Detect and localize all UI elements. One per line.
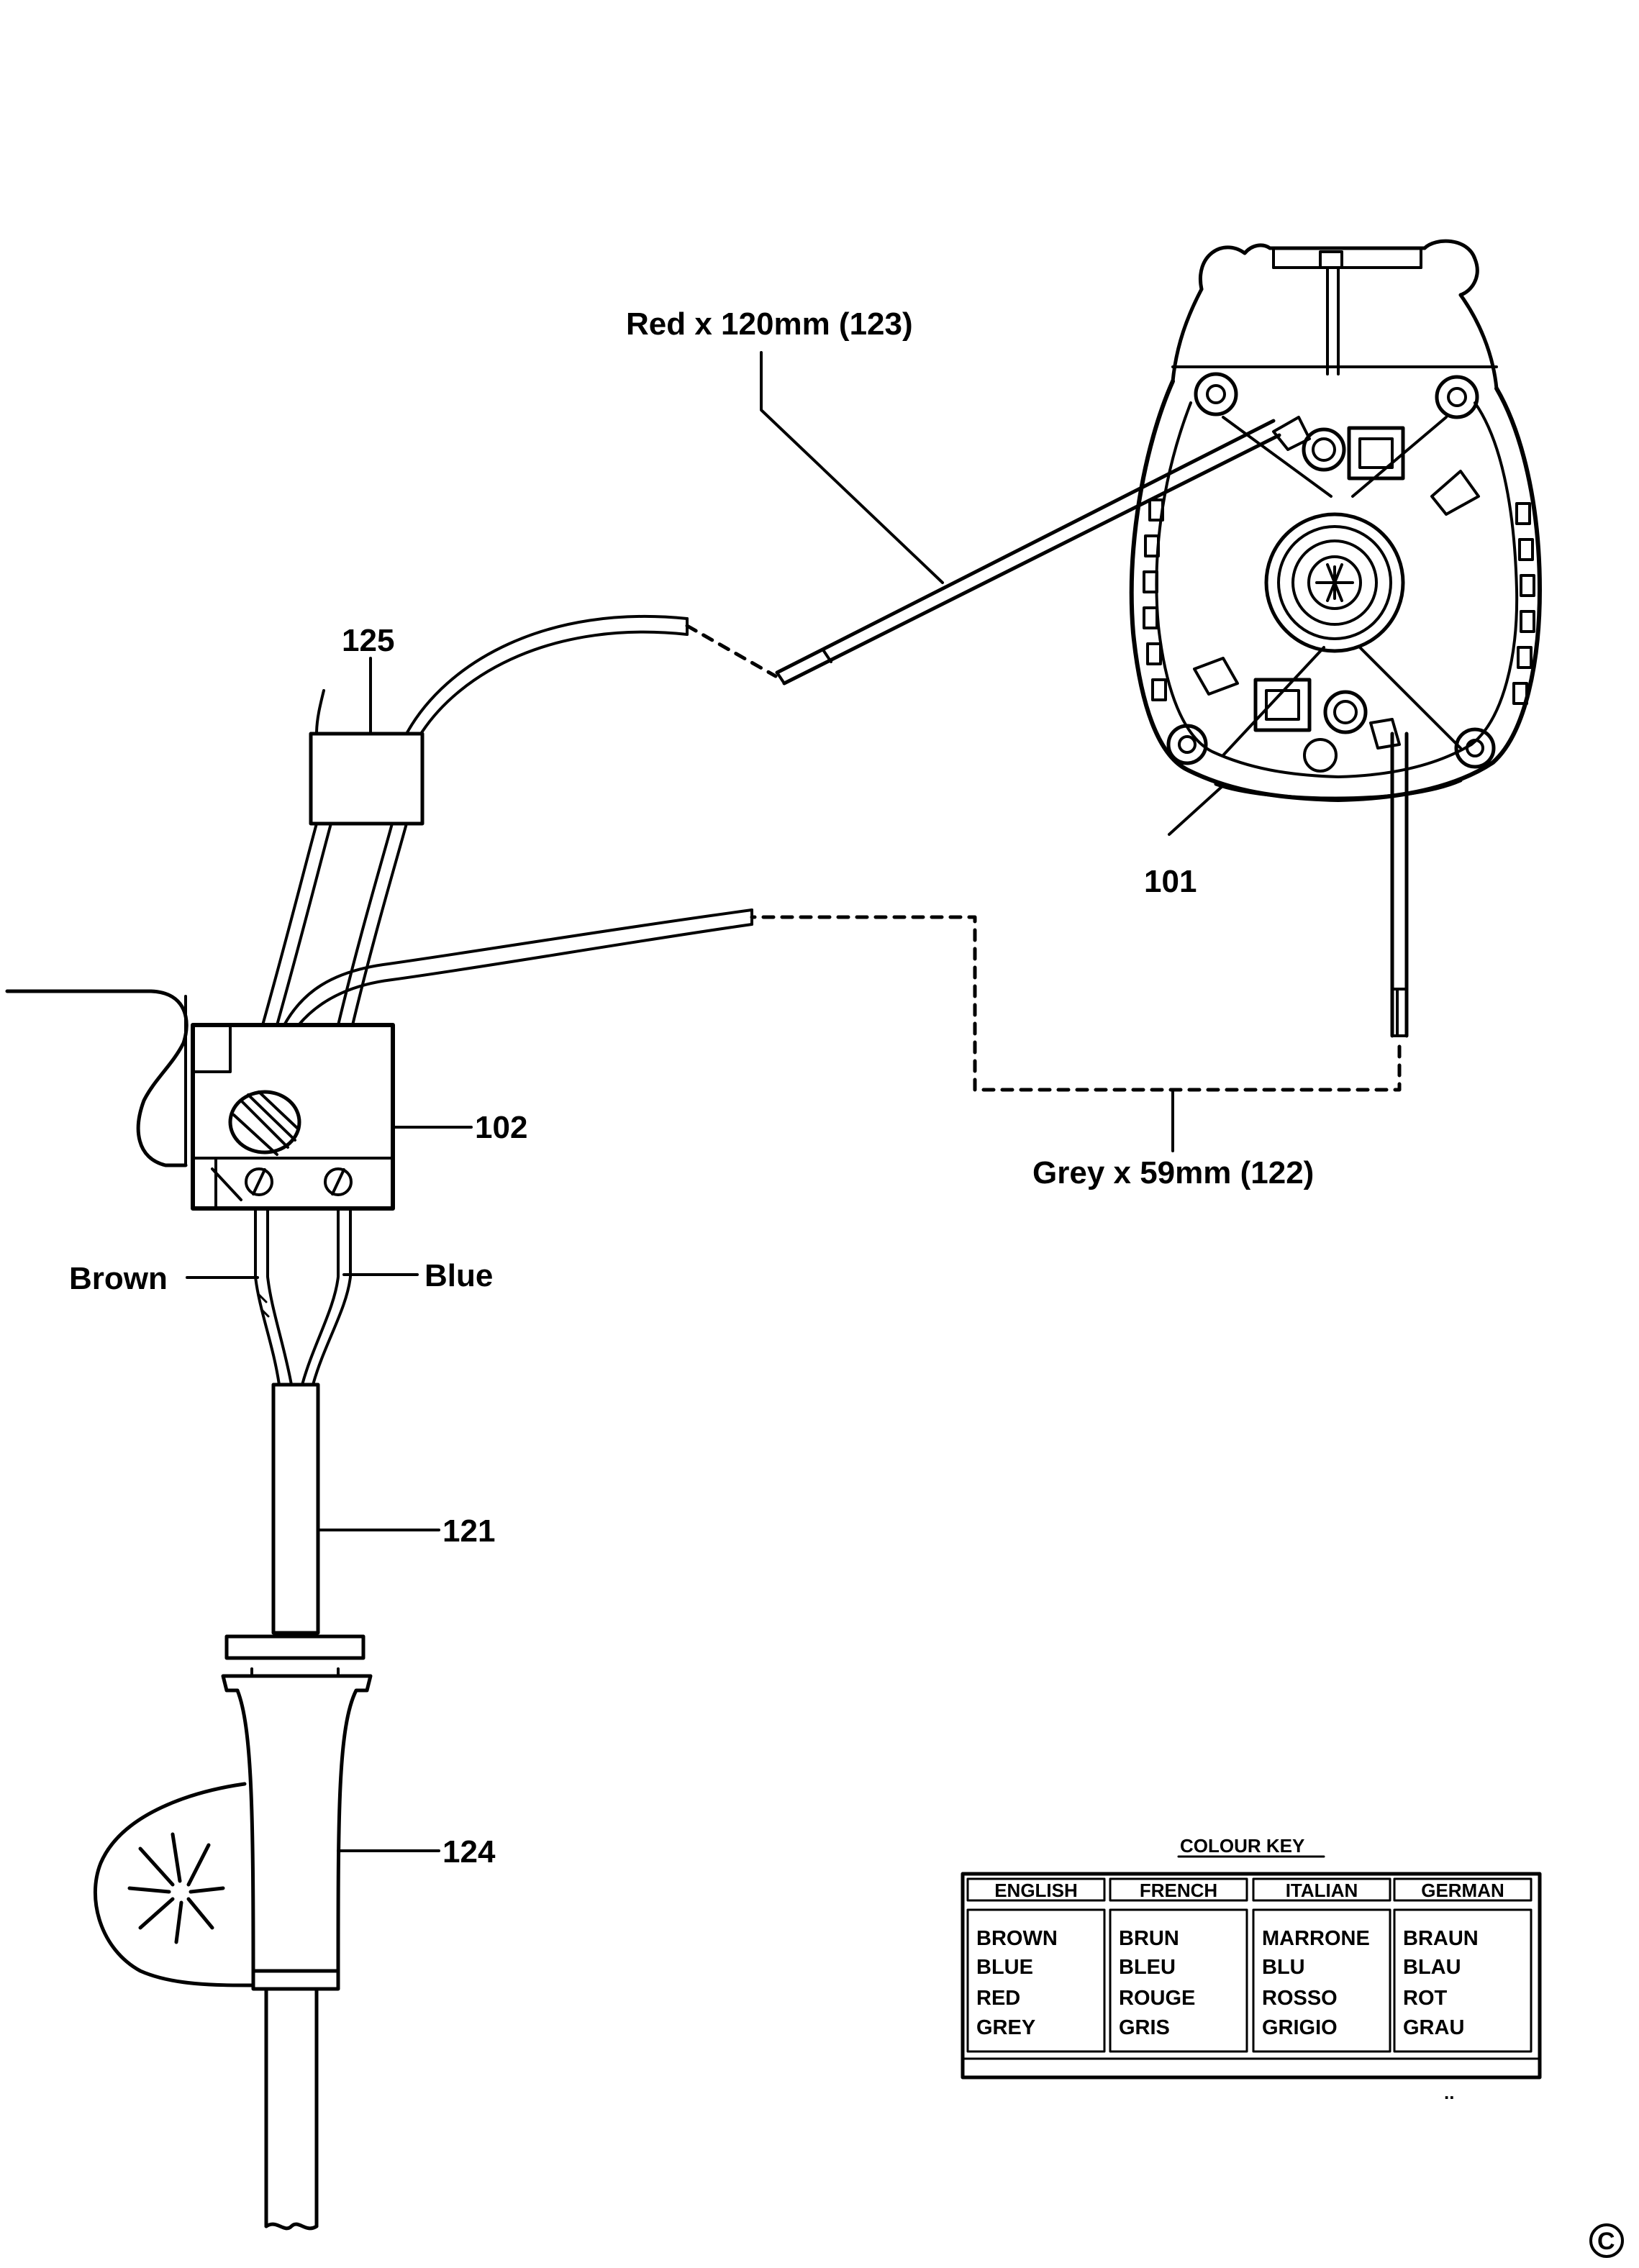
vent-slots-right <box>1512 502 1535 705</box>
callout-blue: Blue <box>424 1258 493 1293</box>
colour-key-entry: BLUE <box>976 1956 1033 1979</box>
copyright-mark: C <box>1589 2223 1624 2258</box>
colour-key-header-box <box>1109 1877 1248 1902</box>
colour-key-header: ENGLISH <box>994 1880 1078 1901</box>
colour-key-entry: MARRONE <box>1262 1927 1370 1950</box>
colour-key-entry: GRIS <box>1119 2016 1170 2039</box>
colour-key-column-box <box>1109 1908 1248 2053</box>
colour-key-header-box <box>1252 1877 1391 1902</box>
mains-cable-121 <box>271 1383 320 1635</box>
grey-wire-motor-end <box>750 732 1409 1092</box>
colour-key-entry: BLEU <box>1119 1956 1176 1979</box>
callout-brown: Brown <box>69 1261 168 1296</box>
colour-key-column-box <box>966 1908 1106 2053</box>
switch-assembly <box>5 989 395 1211</box>
colour-key-entry: BLAU <box>1403 1956 1461 1979</box>
colour-key-entry: BRUN <box>1119 1927 1179 1950</box>
colour-key-title: COLOUR KEY <box>1180 1835 1304 1857</box>
callout-125: 125 <box>342 623 394 658</box>
colour-key-entry: GRAU <box>1403 2016 1464 2039</box>
leader-lines <box>186 351 1225 1852</box>
mains-cord-conductors <box>254 1207 352 1386</box>
motor-field-assembly <box>1129 239 1542 802</box>
switch-wires <box>261 614 753 1026</box>
colour-key: COLOUR KEY ENGLISH BROWN BLUE RED GREY FRENCH… <box>961 1835 1542 2080</box>
colour-key-entry: GREY <box>976 2016 1035 2039</box>
colour-key-columns: ENGLISH BROWN BLUE RED GREY FRENCH BRUN BLEU ROU… <box>966 1877 1533 2053</box>
colour-key-entry: BROWN <box>976 1927 1058 1950</box>
callout-124: 124 <box>442 1834 496 1869</box>
cable-clamp-125 <box>309 732 424 826</box>
callout-121: 121 <box>442 1513 495 1549</box>
cord-guard-124 <box>94 1634 373 2231</box>
red-wire <box>685 419 1281 686</box>
callout-grey-wire: Grey x 59mm (122) <box>1032 1155 1314 1190</box>
colour-key-header: FRENCH <box>1140 1880 1217 1901</box>
colour-key-entry: BRAUN <box>1403 1927 1479 1950</box>
colour-key-column-box <box>1252 1908 1391 2053</box>
colour-key-entry: GRIGIO <box>1262 2016 1338 2039</box>
colour-key-header-box <box>966 1877 1106 1902</box>
vent-slots-left <box>1143 498 1167 701</box>
colour-key-header: ITALIAN <box>1286 1880 1358 1901</box>
colour-key-entry: RED <box>976 1987 1020 2010</box>
callout-101: 101 <box>1144 864 1197 899</box>
callout-red-wire: Red x 120mm (123) <box>626 306 913 342</box>
colour-key-header-box <box>1393 1877 1533 1902</box>
colour-key-entry: ROT <box>1403 1987 1448 2010</box>
colour-key-column-box <box>1393 1908 1533 2053</box>
footer-dots: .. <box>1444 2082 1454 2103</box>
colour-key-entry: ROUGE <box>1119 1987 1195 2010</box>
copyright-symbol: C <box>1597 2228 1615 2255</box>
colour-key-entry: ROSSO <box>1262 1987 1338 2010</box>
colour-key-entry: BLU <box>1262 1956 1305 1979</box>
star-emblem-icon <box>127 1832 225 1944</box>
callout-102: 102 <box>475 1110 527 1145</box>
colour-key-header: GERMAN <box>1421 1880 1504 1901</box>
